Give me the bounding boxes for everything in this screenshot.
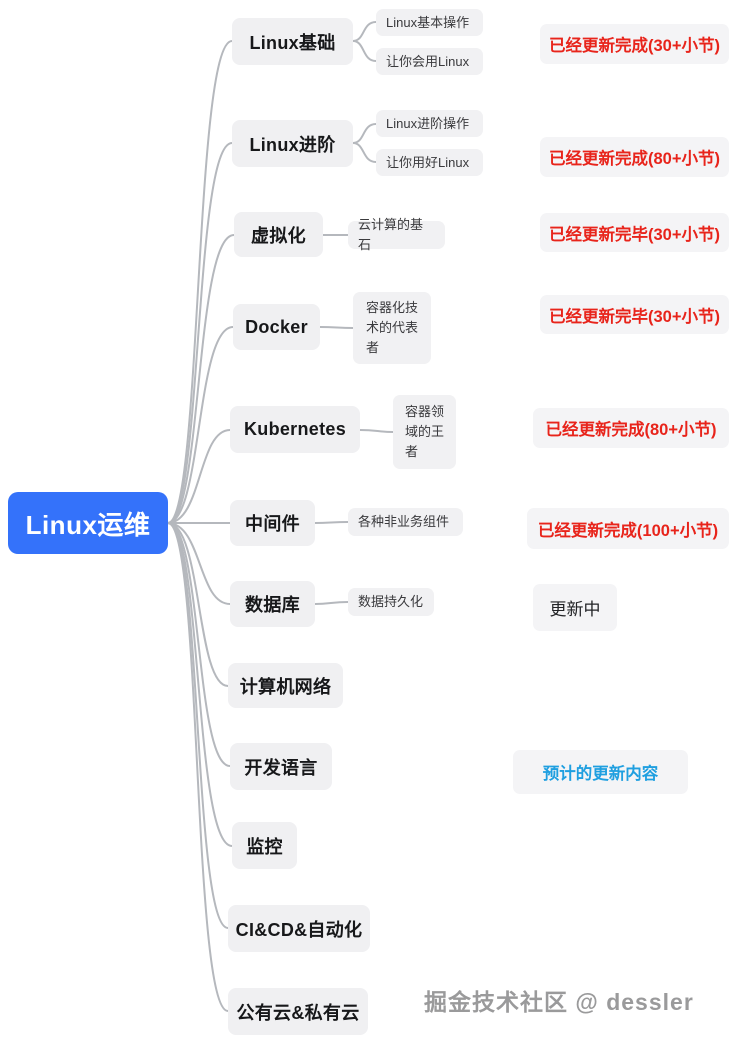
branch-node-virtualization[interactable]: 虚拟化	[234, 212, 323, 257]
branch-node-middleware[interactable]: 中间件	[230, 500, 315, 546]
status-label-linux-advanced[interactable]: 已经更新完成(80+小节)	[540, 137, 729, 177]
branch-node-linux-advanced[interactable]: Linux进阶	[232, 120, 353, 167]
status-label-docker[interactable]: 已经更新完毕(30+小节)	[540, 295, 729, 334]
branch-node-linux-basics[interactable]: Linux基础	[232, 18, 353, 65]
branch-node-public-private-cloud[interactable]: 公有云&私有云	[228, 988, 368, 1035]
status-label-database-updating[interactable]: 更新中	[533, 584, 617, 631]
branch-node-networking[interactable]: 计算机网络	[228, 663, 343, 708]
leaf-node-use-linux-well[interactable]: 让你用好Linux	[376, 149, 483, 176]
leaf-node-linux-advanced-ops[interactable]: Linux进阶操作	[376, 110, 483, 137]
status-label-middleware[interactable]: 已经更新完成(100+小节)	[527, 508, 729, 549]
root-node-linux-ops[interactable]: Linux运维	[8, 492, 168, 554]
watermark-text: 掘金技术社区 @ dessler	[424, 989, 694, 1015]
leaf-node-container-king[interactable]: 容器领域的王者	[393, 395, 456, 469]
status-label-linux-basics[interactable]: 已经更新完成(30+小节)	[540, 24, 729, 64]
branch-node-cicd-automation[interactable]: CI&CD&自动化	[228, 905, 370, 952]
leaf-node-linux-basic-ops[interactable]: Linux基本操作	[376, 9, 483, 36]
branch-node-kubernetes[interactable]: Kubernetes	[230, 406, 360, 453]
leaf-node-non-business-components[interactable]: 各种非业务组件	[348, 508, 463, 536]
branch-node-docker[interactable]: Docker	[233, 304, 320, 350]
branch-node-monitoring[interactable]: 监控	[232, 822, 297, 869]
leaf-node-container-tech-representative[interactable]: 容器化技术的代表者	[353, 292, 431, 364]
branch-node-dev-languages[interactable]: 开发语言	[230, 743, 332, 790]
leaf-node-cloud-cornerstone[interactable]: 云计算的基石	[348, 217, 445, 252]
branch-node-database[interactable]: 数据库	[230, 581, 315, 627]
status-label-kubernetes[interactable]: 已经更新完成(80+小节)	[533, 408, 729, 448]
leaf-node-learn-to-use-linux[interactable]: 让你会用Linux	[376, 48, 483, 75]
status-label-virtualization[interactable]: 已经更新完毕(30+小节)	[540, 213, 729, 252]
leaf-node-data-persistence[interactable]: 数据持久化	[348, 588, 434, 616]
status-label-planned-content[interactable]: 预计的更新内容	[513, 750, 688, 794]
